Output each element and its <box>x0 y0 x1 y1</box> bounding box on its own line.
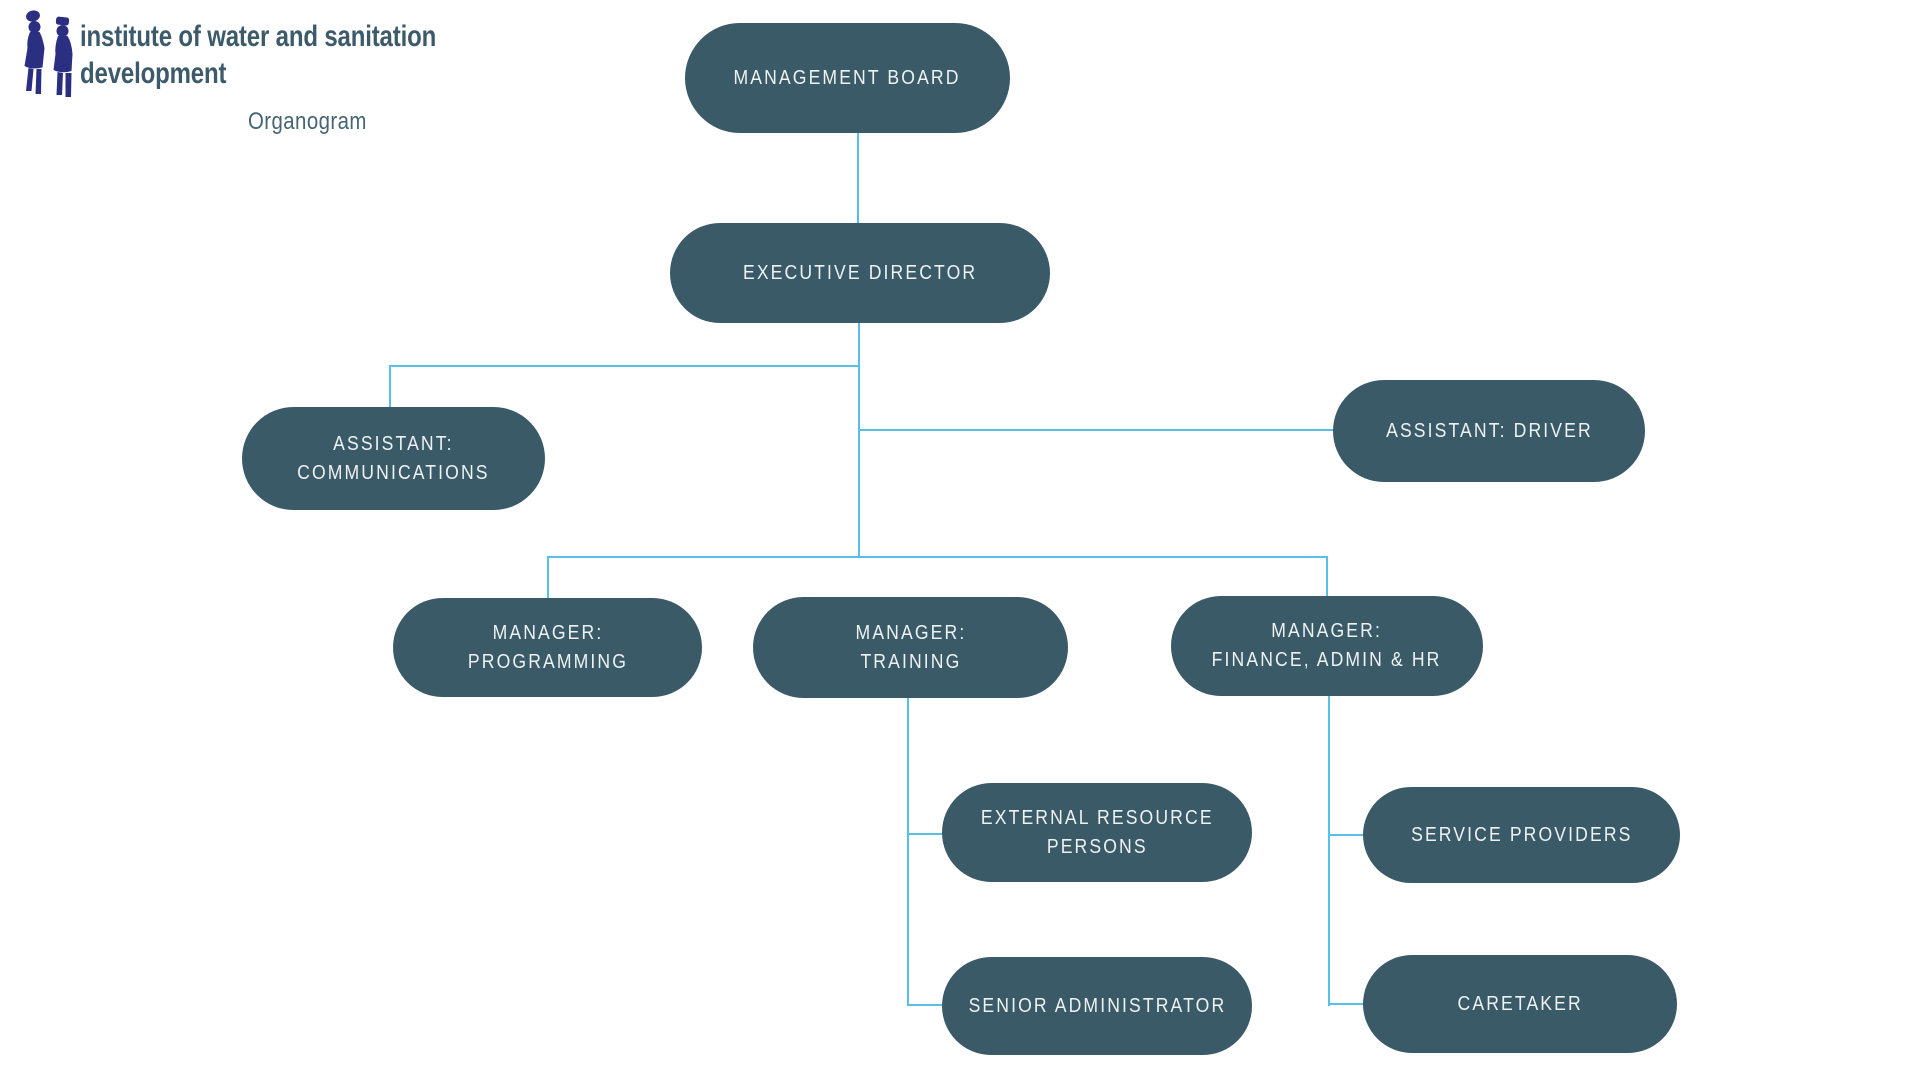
node-label: SENIOR ADMINISTRATOR <box>968 994 1226 1017</box>
connector-senior-admin-h <box>907 1004 943 1006</box>
connector-communications-drop <box>389 365 391 408</box>
node-label: SERVICE PROVIDERS <box>1410 823 1633 846</box>
node-label: MANAGER: FINANCE, ADMIN & HR <box>1212 620 1442 671</box>
org-node-management-board: MANAGEMENT BOARD <box>685 23 1010 133</box>
connector-finance-subtree <box>1328 696 1330 1006</box>
connector-finance-drop <box>1326 556 1328 597</box>
node-label: ASSISTANT: COMMUNICATIONS <box>297 432 490 484</box>
connector-board-to-exec <box>857 133 859 223</box>
connector-communications-h <box>389 365 860 367</box>
org-node-external-resource-persons: EXTERNAL RESOURCE PERSONS <box>942 783 1252 882</box>
connector-caretaker-h <box>1328 1003 1364 1005</box>
node-label: CARETAKER <box>1457 992 1583 1015</box>
org-node-assistant-communications: ASSISTANT: COMMUNICATIONS <box>242 407 545 510</box>
org-node-manager-finance-admin-hr: MANAGER: FINANCE, ADMIN & HR <box>1171 596 1483 696</box>
connector-managers-bar <box>547 556 1328 558</box>
organogram-subtitle: Organogram <box>248 108 367 135</box>
connector-service-providers-h <box>1328 834 1364 836</box>
org-node-assistant-driver: ASSISTANT: DRIVER <box>1333 380 1645 482</box>
iwsd-logo <box>24 10 73 97</box>
connector-driver-h <box>858 429 1334 431</box>
connector-exec-trunk <box>858 323 860 557</box>
org-name-title: institute of water and sanitation develo… <box>80 20 437 90</box>
org-node-senior-administrator: SENIOR ADMINISTRATOR <box>942 957 1252 1055</box>
connector-external-resource-h <box>907 833 943 835</box>
org-node-service-providers: SERVICE PROVIDERS <box>1363 787 1680 883</box>
connector-programming-drop <box>547 556 549 599</box>
node-label: MANAGEMENT BOARD <box>733 66 962 89</box>
node-label: MANAGER: TRAINING <box>855 621 966 673</box>
node-label: MANAGER: PROGRAMMING <box>467 621 628 673</box>
node-label: ASSISTANT: DRIVER <box>1385 419 1593 442</box>
org-node-caretaker: CARETAKER <box>1363 955 1677 1053</box>
org-node-manager-programming: MANAGER: PROGRAMMING <box>393 598 702 697</box>
org-node-executive-director: EXECUTIVE DIRECTOR <box>670 223 1050 323</box>
connector-training-subtree <box>907 698 909 1006</box>
node-label: EXECUTIVE DIRECTOR <box>742 261 978 284</box>
node-label: EXTERNAL RESOURCE PERSONS <box>980 806 1214 858</box>
org-node-manager-training: MANAGER: TRAINING <box>753 597 1068 698</box>
